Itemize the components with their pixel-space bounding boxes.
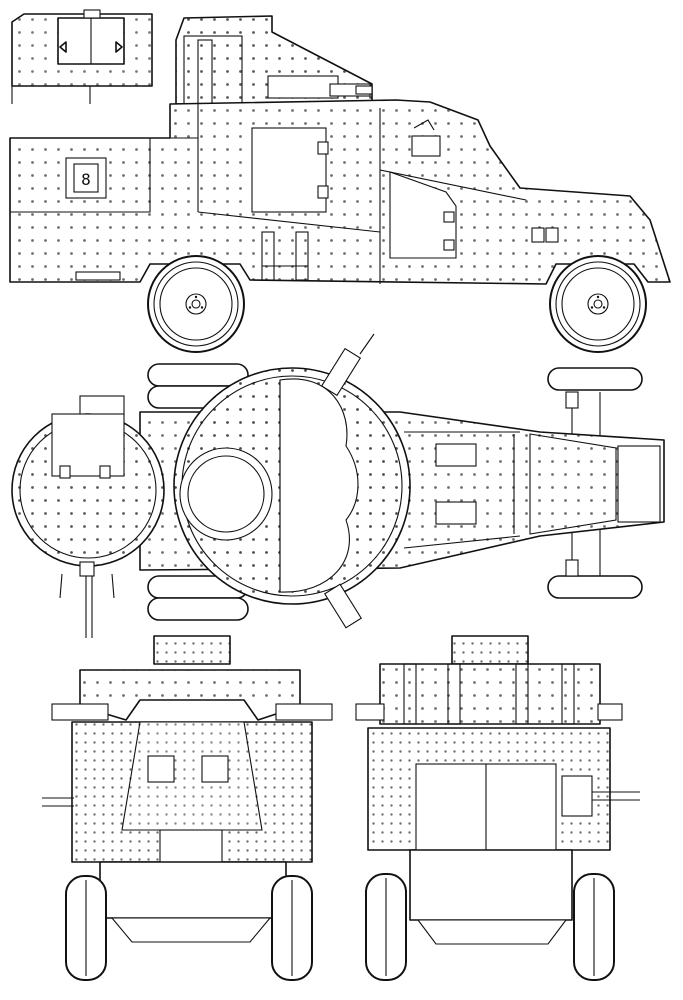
front-wheel-side xyxy=(147,255,245,353)
rear-elevation-view xyxy=(355,635,640,981)
front-left-wheel xyxy=(65,875,107,981)
side-door xyxy=(251,127,329,213)
front-right-wheel xyxy=(271,875,313,981)
turret-top-detail xyxy=(11,9,153,104)
hatch-plate: 8 xyxy=(65,157,107,199)
rear-wheel-side xyxy=(549,255,647,353)
plan-view xyxy=(11,333,665,638)
front-elevation-view xyxy=(42,635,333,981)
rear-left-wheel xyxy=(365,873,407,981)
rear-right-wheel xyxy=(573,873,615,981)
hatch-number: 8 xyxy=(81,170,91,189)
turret-top xyxy=(173,333,411,629)
rear-round-hatch xyxy=(11,413,165,567)
right-wheel-pair-top xyxy=(547,367,643,599)
side-elevation-view: 8 xyxy=(9,9,671,353)
